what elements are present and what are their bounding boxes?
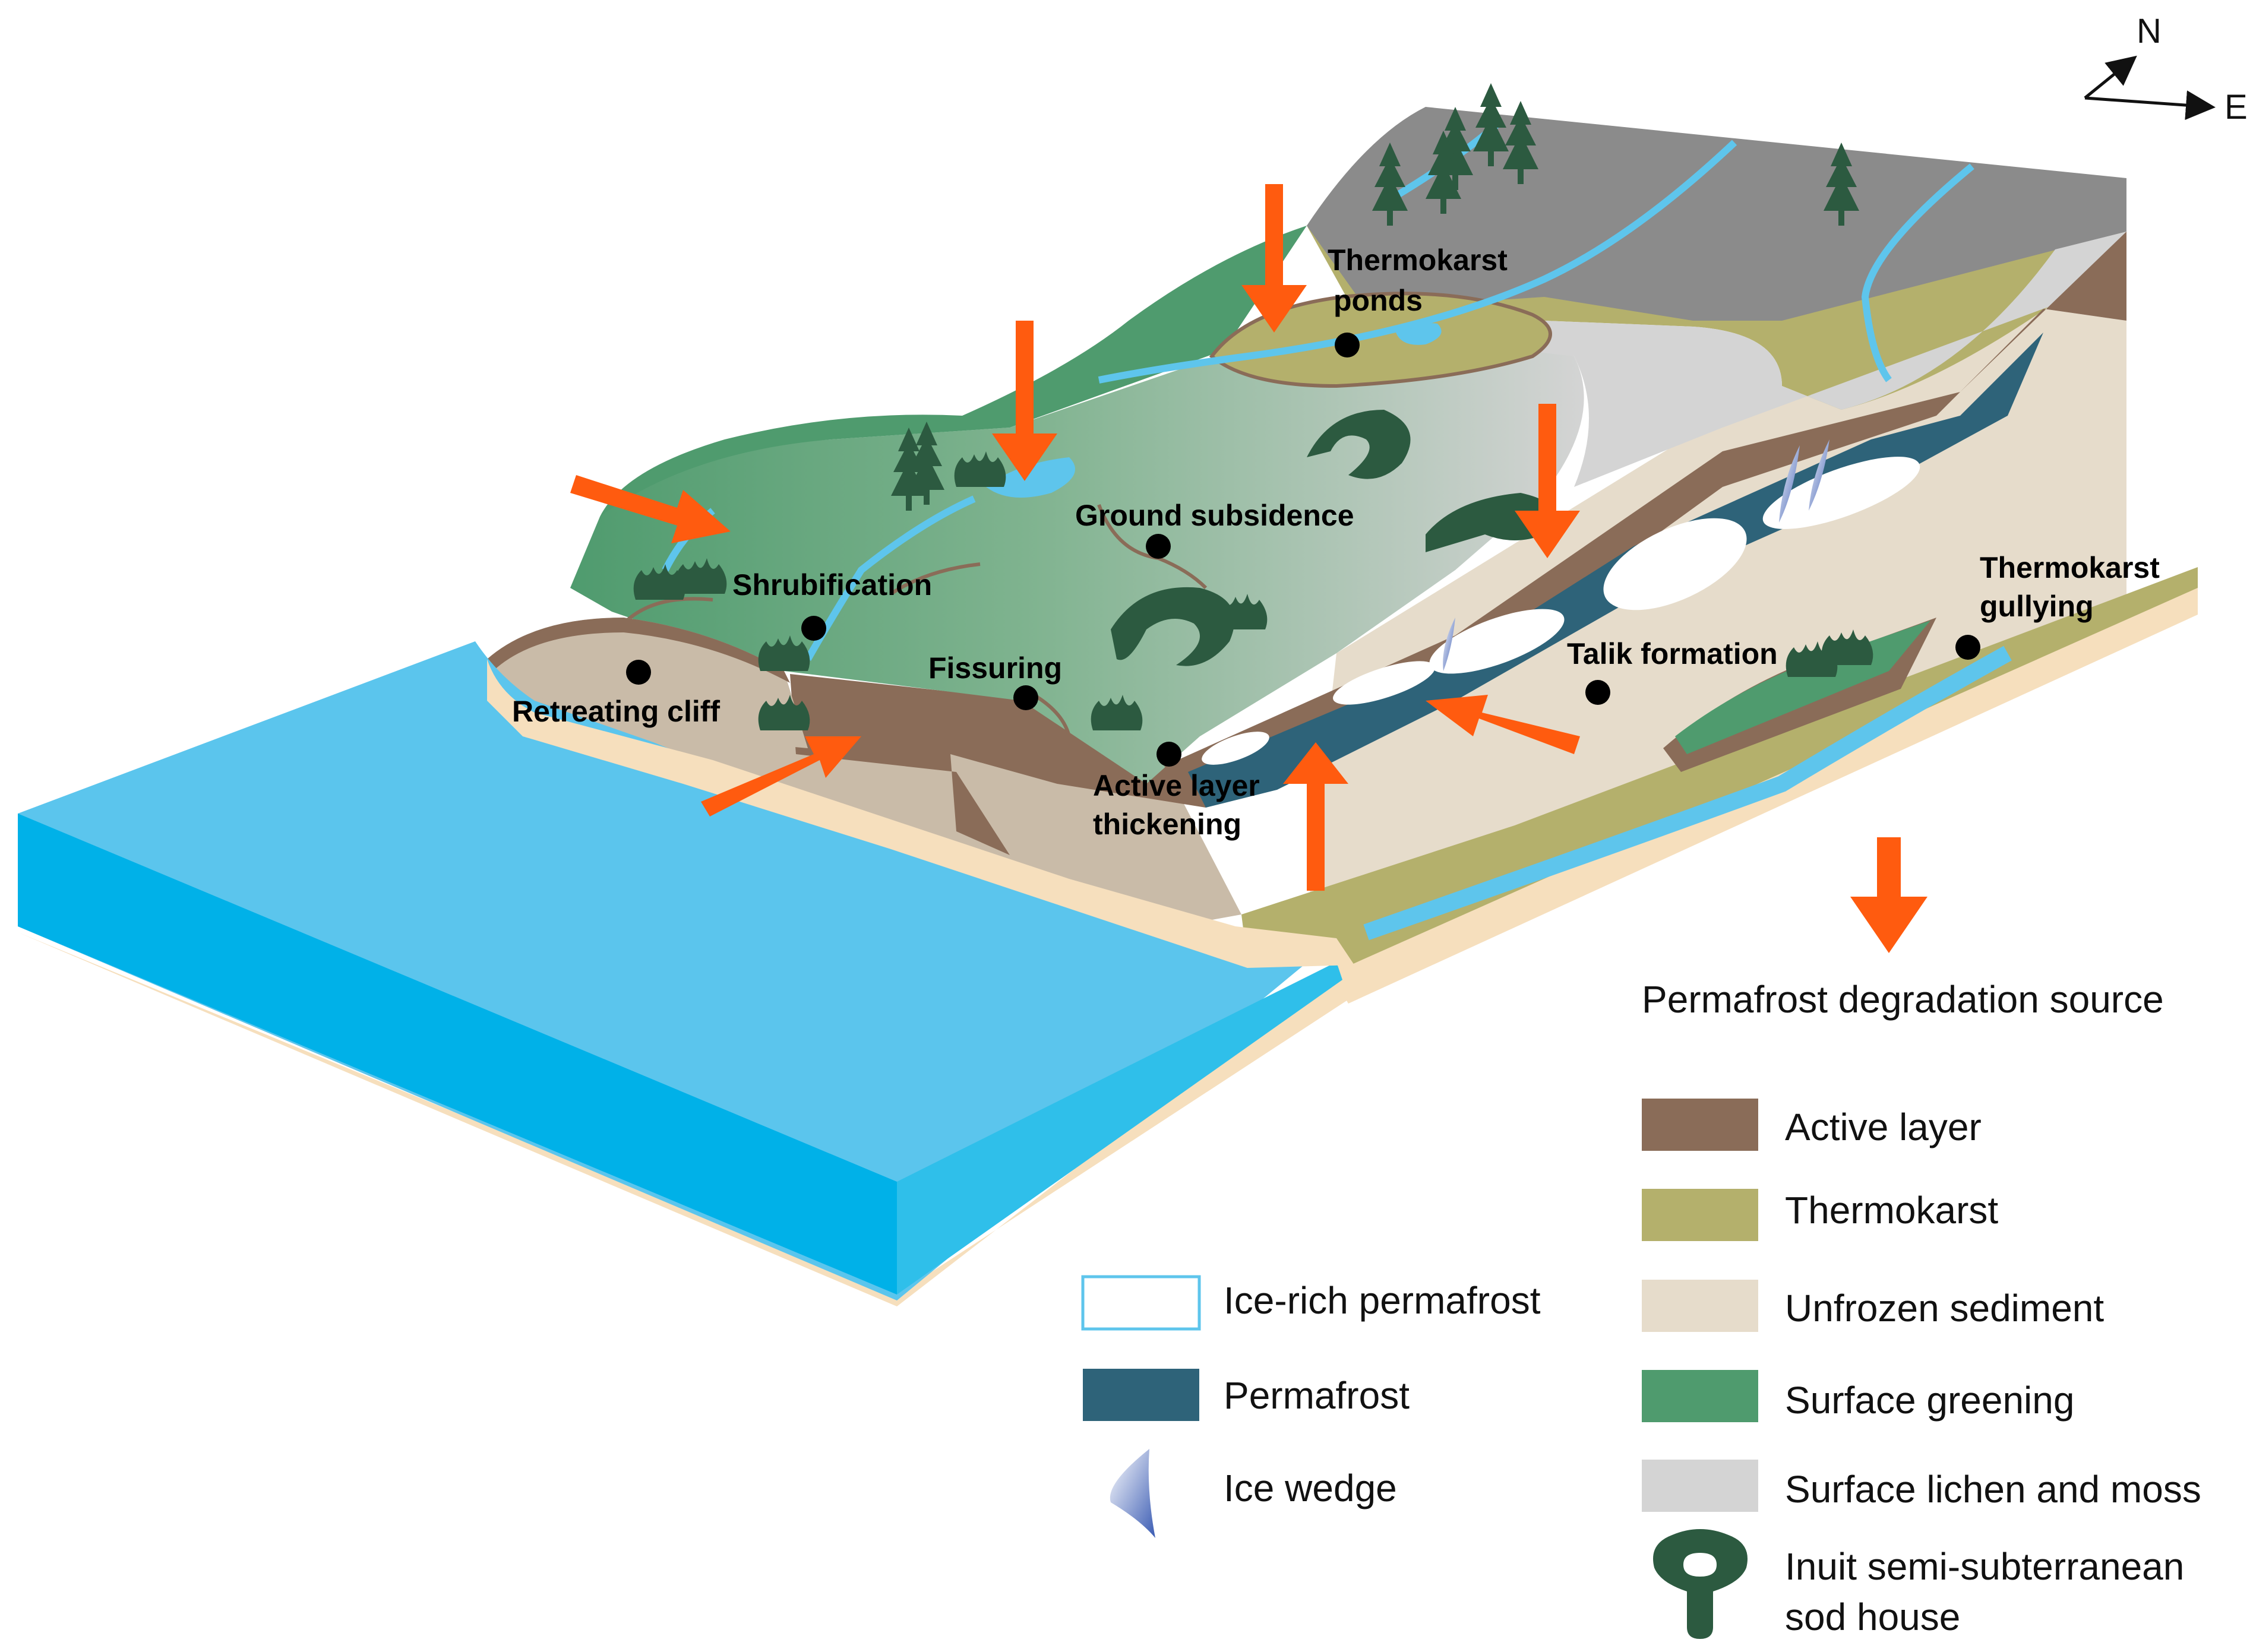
legend-swatch-unfrozen: [1642, 1280, 1758, 1332]
legend-greening-label: Surface greening: [1785, 1379, 2074, 1422]
beach-sand: [487, 659, 1354, 968]
dot-talik: [1585, 680, 1610, 705]
dot-ground-subsidence: [1146, 534, 1171, 559]
lichen-moss-surface: [1366, 232, 2126, 487]
legend-ice-rich-label: Ice-rich permafrost: [1224, 1279, 1541, 1322]
site-labels: Thermokarst ponds Ground subsidence Shru…: [512, 243, 2160, 841]
legend-ice-wedge-label: Ice wedge: [1224, 1467, 1397, 1509]
label-talik-formation: Talik formation: [1567, 637, 1778, 670]
arrow-talik: [1426, 695, 1580, 754]
legend-swatch-permafrost: [1083, 1369, 1199, 1421]
slope-pond: [986, 457, 1075, 498]
legend-sod-house-icon: [1653, 1529, 1748, 1639]
label-active-layer-2: thickening: [1093, 808, 1241, 841]
compass-north-arrow: [2084, 55, 2137, 99]
label-ground-subsidence: Ground subsidence: [1075, 499, 1354, 532]
legend-permafrost-label: Permafrost: [1224, 1374, 1410, 1417]
label-gullying-1: Thermokarst: [1980, 551, 2160, 584]
shelf-stream: [1363, 645, 2012, 941]
label-thermokarst-ponds-1: Thermokarst: [1328, 243, 1508, 277]
sea-front: [18, 814, 897, 1295]
ice-wedges: [1443, 439, 1829, 671]
legend-ice-wedge-icon: [1110, 1449, 1155, 1538]
left-greening-hill: [600, 226, 1307, 517]
legend-swatch-active-layer: [1642, 1099, 1758, 1151]
legend-swatch-ice-rich: [1081, 1275, 1201, 1331]
compass-east-arrow: [2084, 90, 2216, 121]
label-shrubification: Shrubification: [732, 568, 932, 602]
compass-e: E: [2224, 88, 2248, 126]
sod-house-ruins: [1111, 410, 1555, 666]
arrow-down-slope: [992, 321, 1057, 481]
terrain: [18, 107, 2198, 1306]
dot-active-layer: [1156, 742, 1181, 767]
arrow-left-shrub: [570, 475, 731, 543]
right-shelf-thermokarst: [1241, 567, 2198, 965]
legend-degradation-label: Permafrost degradation source: [1642, 978, 2164, 1021]
degradation-arrows: [570, 184, 1580, 891]
legend-unfrozen-label: Unfrozen sediment: [1785, 1287, 2104, 1330]
legend-active-layer-label: Active layer: [1785, 1106, 1982, 1148]
compass-n: N: [2137, 12, 2162, 50]
dot-gullying: [1955, 635, 1980, 660]
arrow-down-right: [1515, 404, 1580, 558]
thermokarst-pond-area: [1209, 292, 1552, 388]
label-retreating-cliff: Retreating cliff: [512, 695, 720, 728]
dot-fissuring: [1013, 685, 1038, 710]
arrow-down-ponds: [1241, 184, 1307, 333]
label-fissuring: Fissuring: [928, 651, 1062, 685]
dot-shrubification: [801, 616, 826, 641]
label-gullying-2: gullying: [1980, 590, 2094, 623]
legend-sod-house-label-2: sod house: [1785, 1596, 1960, 1638]
compass: [2084, 55, 2216, 121]
legend-thermokarst-label: Thermokarst: [1785, 1189, 1998, 1232]
sea-right-face: [897, 962, 1342, 1295]
label-active-layer-1: Active layer: [1093, 769, 1260, 802]
legend-swatch-lichen: [1642, 1460, 1758, 1512]
arrow-cliff: [701, 736, 861, 816]
dot-retreating-cliff: [626, 660, 651, 685]
ice-rich-lenses: [1202, 457, 1920, 765]
retreating-cliff-top: [487, 618, 790, 683]
legend-degradation-arrow-icon: [1850, 837, 1927, 953]
legend-swatch-greening: [1642, 1370, 1758, 1422]
legend-sod-house-label-1: Inuit semi-subterranean: [1785, 1545, 2184, 1588]
legend-swatch-thermokarst: [1642, 1189, 1758, 1241]
dot-thermokarst-ponds: [1335, 333, 1360, 357]
legend: Permafrost degradation source Active lay…: [1081, 837, 2201, 1639]
arrow-up-layer: [1283, 742, 1348, 891]
legend-lichen-label: Surface lichen and moss: [1785, 1468, 2201, 1511]
label-thermokarst-ponds-2: ponds: [1334, 284, 1423, 317]
